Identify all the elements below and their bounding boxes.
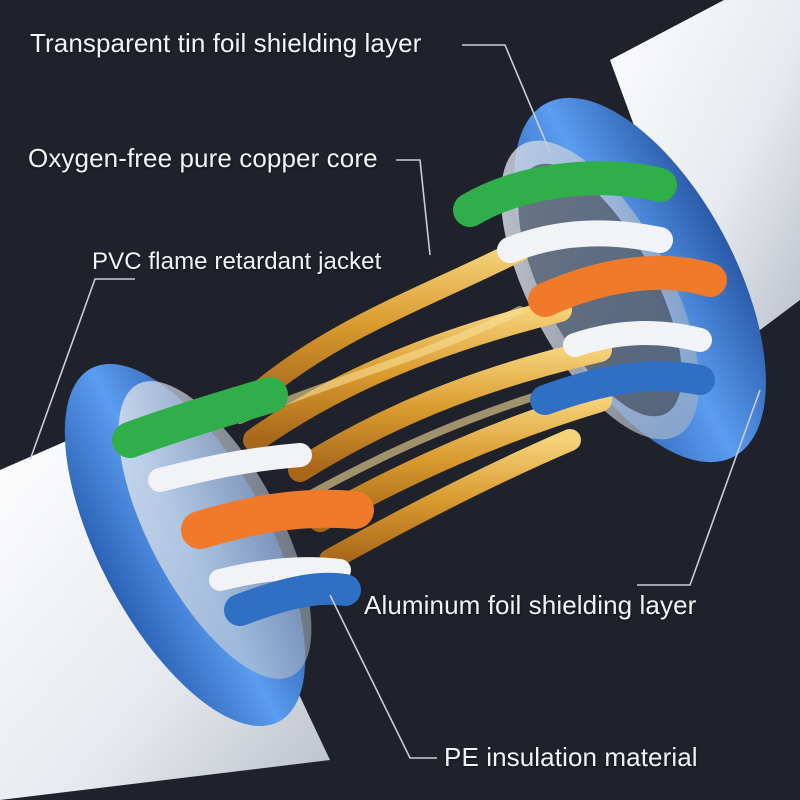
label-tin-foil-shielding: Transparent tin foil shielding layer — [30, 28, 422, 58]
leader-tin-foil — [462, 44, 551, 153]
insulated-pairs-upper — [453, 161, 727, 415]
leader-pvc-jacket — [29, 278, 135, 461]
label-pvc-jacket: PVC flame retardant jacket — [92, 248, 382, 275]
label-copper-core: Oxygen-free pure copper core — [28, 143, 378, 173]
leader-copper-core — [396, 159, 431, 256]
pvc-jacket-upper — [610, 0, 800, 360]
leader-pe-insulation — [329, 594, 437, 759]
insulated-pairs-lower — [112, 377, 374, 626]
label-pe-insulation: PE insulation material — [444, 742, 698, 772]
leader-aluminum-foil — [637, 389, 761, 586]
leader-lines — [29, 44, 761, 759]
label-aluminum-foil-shielding: Aluminum foil shielding layer — [364, 590, 697, 620]
